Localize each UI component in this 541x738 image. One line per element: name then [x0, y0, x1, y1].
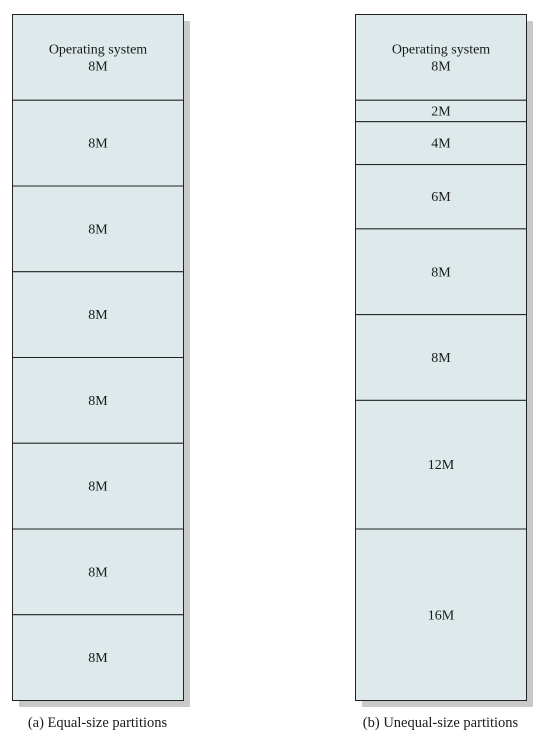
equal-partition-3 — [12, 271, 184, 358]
caption-equal-size-partitions: (a) Equal-size partitions — [28, 715, 168, 731]
equal-partition-5-label-0: 8M — [88, 480, 108, 495]
unequal-partition-2-label-0: 4M — [431, 137, 451, 152]
equal-partition-3-label-0: 8M — [88, 308, 108, 323]
unequal-size-partition-column: Operating system 8M 2M 4M 6M 8M 8M 12M 16M — [355, 14, 533, 707]
equal-partition-0 — [12, 14, 184, 101]
unequal-partition-0-label-0: Operating system — [392, 42, 490, 57]
unequal-partition-6-label-0: 12M — [428, 458, 455, 473]
unequal-partition-5-label-0: 8M — [431, 351, 451, 366]
equal-size-partition-column: Operating system 8M 8M 8M 8M 8M 8M 8M 8M — [12, 14, 190, 707]
unequal-partition-0-label-1: 8M — [431, 59, 451, 74]
equal-partition-0-label-0: Operating system — [49, 42, 147, 57]
equal-partition-0-label-1: 8M — [88, 59, 108, 74]
equal-partition-4-label-0: 8M — [88, 394, 108, 409]
unequal-partition-0 — [355, 14, 527, 101]
unequal-partition-4 — [355, 228, 527, 316]
equal-partition-7-label-0: 8M — [88, 651, 108, 666]
equal-partition-7 — [12, 614, 184, 701]
caption-unequal-size-partitions: (b) Unequal-size partitions — [363, 715, 519, 731]
unequal-partition-7-label-0: 16M — [428, 608, 455, 623]
unequal-partition-1-label-0: 2M — [431, 104, 451, 119]
equal-partition-4 — [12, 357, 184, 444]
unequal-partition-5 — [355, 314, 527, 401]
equal-partition-2 — [12, 185, 184, 273]
unequal-partition-4-label-0: 8M — [431, 265, 451, 280]
equal-partition-1 — [12, 99, 184, 187]
unequal-partition-3-label-0: 6M — [431, 190, 451, 205]
unequal-partition-6 — [355, 399, 527, 530]
equal-partition-2-label-0: 8M — [88, 222, 108, 237]
equal-partition-6-label-0: 8M — [88, 565, 108, 580]
unequal-partition-7 — [355, 528, 527, 701]
unequal-partition-3 — [355, 164, 527, 230]
unequal-partition-2 — [355, 121, 527, 166]
equal-partition-1-label-0: 8M — [88, 137, 108, 152]
